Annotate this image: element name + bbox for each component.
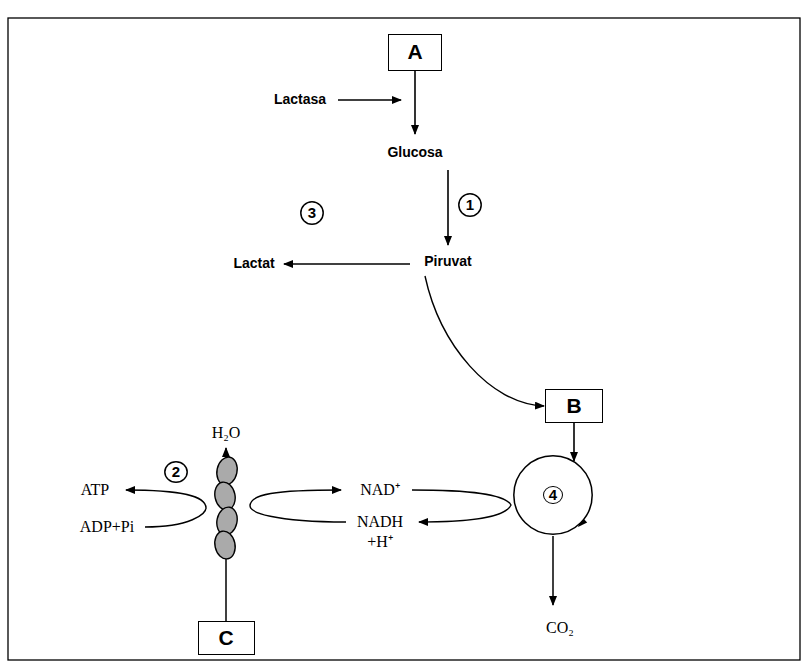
molecule-name: Piruvat bbox=[424, 253, 471, 271]
molecule-name: H₂O bbox=[212, 423, 241, 443]
molecule-name: NADH +H⁺ bbox=[349, 512, 411, 552]
water-arrow bbox=[225, 448, 227, 458]
protein-subunit bbox=[212, 480, 237, 512]
node-text: 3 bbox=[308, 205, 316, 222]
circle-outline bbox=[459, 194, 481, 216]
reaction-arrow bbox=[573, 423, 575, 461]
circle-outline bbox=[514, 456, 592, 534]
molecule-name: CO₂ bbox=[546, 618, 574, 638]
callout-number: 3 bbox=[300, 201, 324, 225]
node-text: 1 bbox=[466, 197, 474, 214]
molecule-name: Lactat bbox=[233, 255, 274, 273]
atp-loop bbox=[126, 490, 206, 527]
circle-outline bbox=[165, 462, 187, 482]
node-text: B bbox=[566, 394, 581, 417]
protein-subunit bbox=[214, 455, 239, 487]
reaction-arrow bbox=[284, 263, 410, 265]
letter-box: C bbox=[198, 621, 255, 655]
cofactor-loop bbox=[250, 490, 346, 522]
molecule-name: ADP+Pi bbox=[80, 517, 134, 537]
molecule-name: Glucosa bbox=[387, 144, 442, 162]
molecule-name: NAD⁺ bbox=[360, 480, 400, 500]
reaction-arrow bbox=[414, 70, 416, 134]
molecule-name: ATP bbox=[81, 480, 109, 500]
reaction-arrow bbox=[552, 536, 554, 605]
node-text: A bbox=[407, 40, 422, 63]
leader-line bbox=[225, 559, 227, 622]
cycle-circle: 4 bbox=[513, 455, 593, 535]
callout-number: 1 bbox=[458, 193, 482, 217]
protein-subunit bbox=[212, 529, 237, 561]
node-text: C bbox=[218, 626, 233, 649]
cofactor-loop bbox=[412, 490, 511, 522]
node-text: 2 bbox=[172, 464, 180, 481]
callout-number: 2 bbox=[164, 461, 188, 483]
membrane-complex bbox=[212, 455, 239, 561]
letter-box: B bbox=[545, 389, 603, 423]
reaction-arrow bbox=[447, 170, 449, 245]
letter-box: A bbox=[388, 34, 442, 71]
frame bbox=[8, 18, 800, 660]
reaction-arrow bbox=[425, 276, 544, 406]
enzyme-name: Lactasa bbox=[274, 91, 326, 109]
enzyme-arrow bbox=[338, 99, 401, 101]
circle-outline bbox=[301, 202, 323, 224]
